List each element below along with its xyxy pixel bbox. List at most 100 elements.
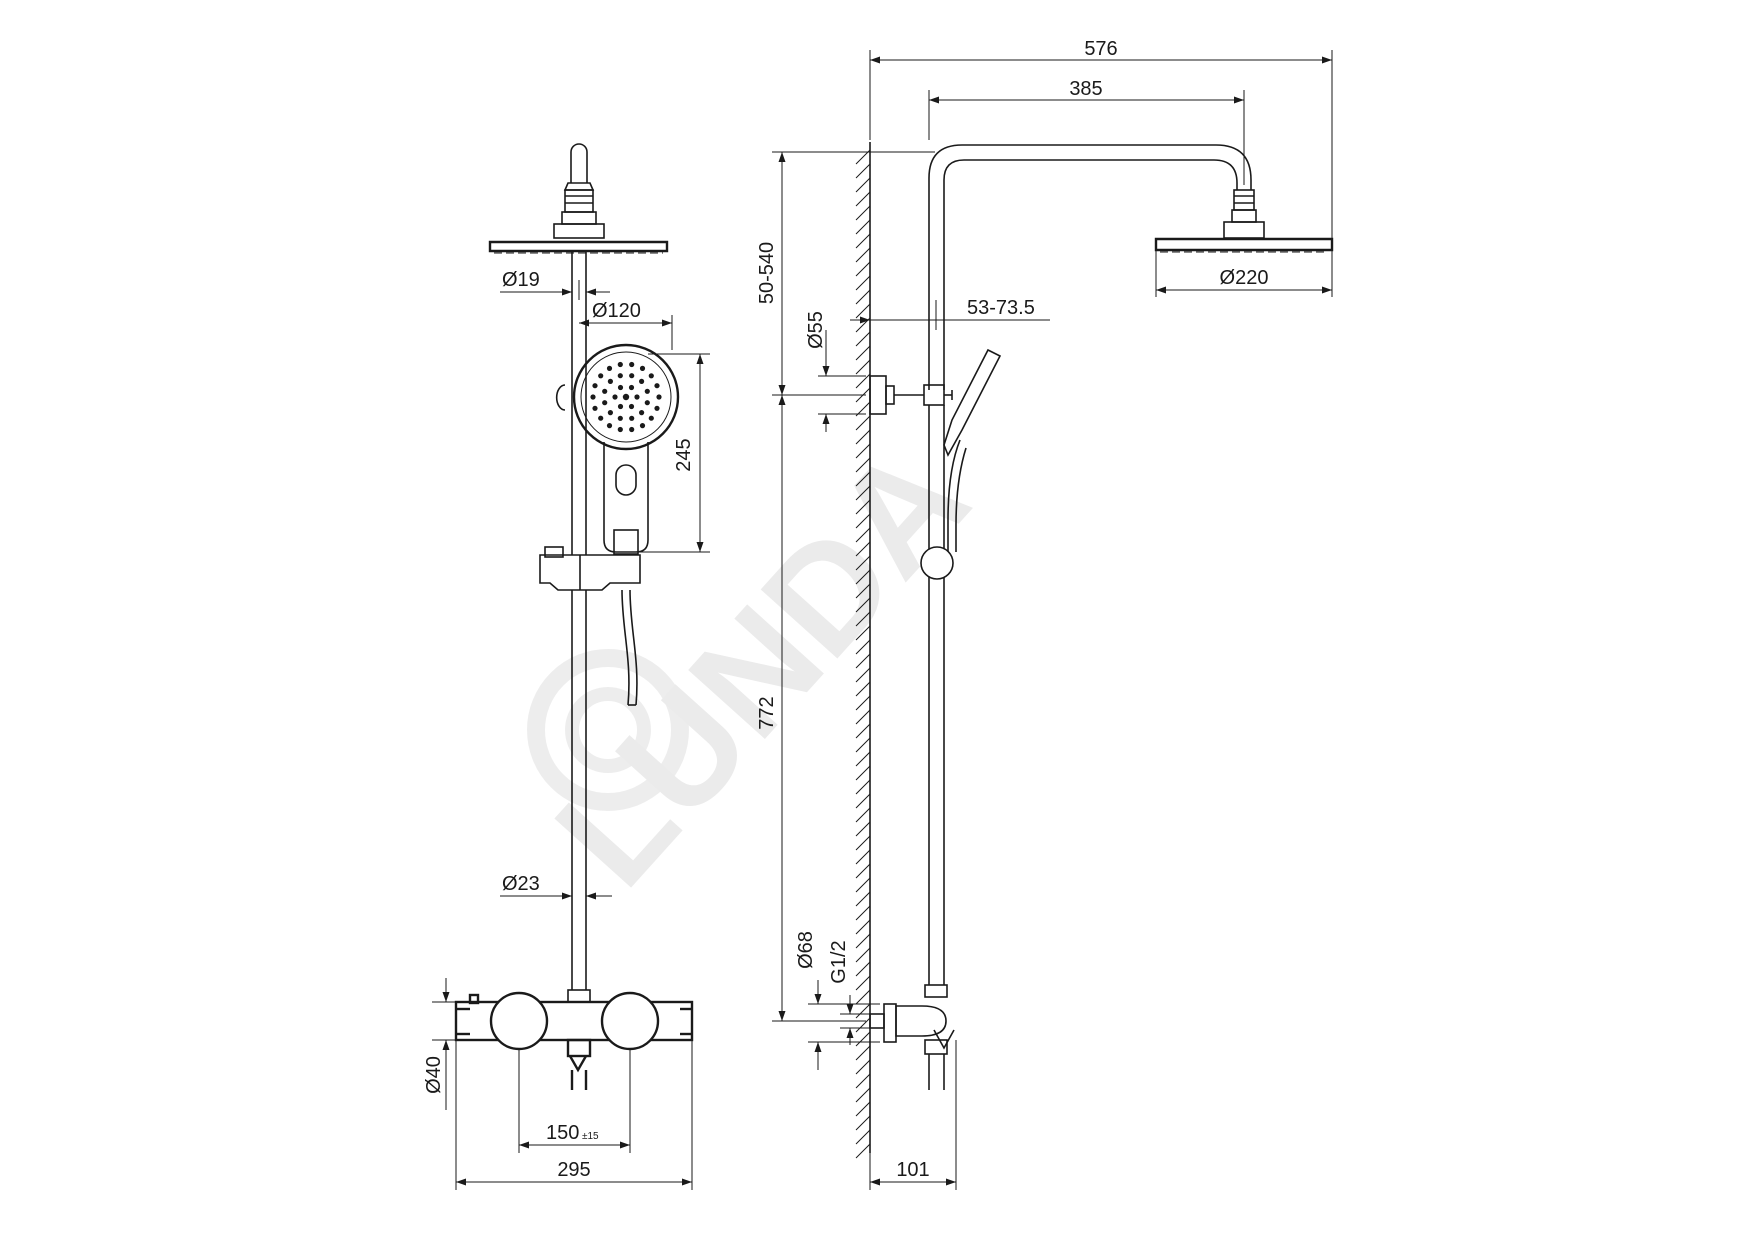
wall-hatch-line [855, 975, 871, 991]
dim-dia-arm: Ø19 [500, 269, 610, 300]
dim-text-dia-arm: Ø19 [502, 269, 540, 291]
wall-hatch-line [855, 415, 871, 431]
dim-rail-length: 772 [756, 395, 866, 1022]
dim-text-dia-hand: Ø120 [592, 300, 641, 322]
wall-hatch-line [855, 247, 871, 263]
wall-hatch-line [855, 471, 871, 487]
dim-height-adj: 50-540 [756, 151, 935, 396]
wall-hatch-line [855, 1031, 871, 1047]
dim-dia-head: Ø220 [1155, 250, 1333, 297]
wall-hatch-line [855, 653, 871, 669]
dim-dia-body: Ø40 [423, 978, 456, 1110]
spray-nozzle [602, 388, 608, 394]
spray-nozzle [606, 423, 613, 429]
dim-bracket-offset: 53-73.5 [850, 297, 1050, 330]
wall-hatch-line [855, 961, 871, 977]
wall-hatch-line [855, 583, 871, 599]
dim-dia-hand: Ø120 [579, 300, 673, 350]
spray-nozzle [639, 365, 646, 371]
wall-hatch-line [855, 303, 871, 319]
spray-nozzle [617, 373, 623, 379]
front-hand-shower [555, 343, 680, 555]
wall-hatch-line [855, 681, 871, 697]
side-shower-arm [928, 144, 1265, 390]
dim-dia-rosette: Ø68 [795, 931, 880, 1070]
watermark: LUNDA [523, 414, 999, 917]
wall-hatch-line [855, 1045, 871, 1061]
wall-hatch-line [855, 163, 871, 179]
wall-hatch-line [855, 891, 871, 907]
front-view: Ø19 Ø120 245 Ø23 [423, 143, 710, 1190]
wall-hatch-line [855, 555, 871, 571]
spray-nozzle [607, 378, 614, 384]
side-wall-bracket [869, 375, 953, 415]
wall-hatch-line [855, 569, 871, 585]
spray-nozzle [656, 394, 662, 400]
spray-nozzle [628, 384, 635, 391]
wall-hatch-line [855, 989, 871, 1005]
spray-nozzle [602, 400, 608, 406]
wall-hatch-line [855, 1115, 871, 1131]
dim-text-arm-length: 385 [1069, 78, 1102, 100]
wall-hatch-line [855, 289, 871, 305]
dim-text-dia-rosette: Ø68 [795, 931, 817, 969]
front-hose [621, 589, 638, 706]
front-dimensions: Ø19 Ø120 245 Ø23 [423, 269, 710, 1190]
wall-hatch-line [855, 359, 871, 375]
wall-hatch-line [855, 625, 871, 641]
wall-hatch-line [855, 275, 871, 291]
wall-hatch-line [855, 793, 871, 809]
wall-hatch-line [855, 807, 871, 823]
wall-hatch-line [855, 611, 871, 627]
wall-hatch-line [855, 905, 871, 921]
wall [855, 142, 871, 1159]
wall-hatch-line [855, 1101, 871, 1117]
wall-hatch-line [855, 751, 871, 767]
front-slider [539, 546, 641, 591]
dim-text-dia-body: Ø40 [423, 1056, 445, 1094]
wall-hatch-line [855, 849, 871, 865]
spray-nozzle [629, 361, 635, 368]
spray-nozzle [629, 426, 635, 433]
dim-text-h-hand: 245 [673, 438, 695, 471]
wall-hatch-line [855, 527, 871, 543]
wall-hatch-line [855, 723, 871, 739]
wall-hatch-line [855, 597, 871, 613]
front-head-riser [553, 143, 605, 239]
dim-width: 295 [455, 1040, 693, 1190]
wall-hatch-line [855, 877, 871, 893]
spray-nozzle [612, 394, 618, 400]
wall-hatch-line [855, 513, 871, 529]
spray-nozzle [648, 373, 654, 379]
spray-nozzle [622, 393, 630, 401]
spray-nozzles [590, 361, 662, 433]
front-upper-rail [571, 251, 587, 555]
side-rail [928, 405, 945, 985]
wall-hatch-line [855, 219, 871, 235]
wall-hatch-line [855, 1017, 871, 1033]
wall-hatch-line [855, 667, 871, 683]
dim-arm-length: 385 [928, 78, 1245, 185]
wall-hatch-line [855, 709, 871, 725]
dim-spacing: 150 ±15 [518, 1049, 631, 1153]
wall-hatch-line [855, 1073, 871, 1089]
front-mixer [454, 991, 694, 1090]
wall-hatch-line [855, 499, 871, 515]
spray-nozzle [644, 400, 650, 406]
spray-nozzle [598, 415, 604, 421]
dim-thread: G1/2 [828, 940, 870, 1045]
dim-text-wall-offset: 101 [896, 1159, 929, 1181]
side-mixer [869, 984, 955, 1090]
dim-text-rail-length: 772 [756, 696, 778, 729]
wall-hatch-line [855, 205, 871, 221]
wall-hatch-line [855, 541, 871, 557]
dim-text-dia-rail: Ø23 [502, 873, 540, 895]
wall-hatch-line [855, 261, 871, 277]
dim-dia-bracket: Ø55 [805, 311, 866, 432]
wall-hatch-line [855, 933, 871, 949]
spray-nozzle [628, 403, 635, 410]
side-view: 576 385 50-540 Ø220 [756, 38, 1334, 1190]
wall-hatch-line [855, 779, 871, 795]
dim-text-height-adj: 50-540 [756, 242, 778, 304]
wall-hatch-line [855, 765, 871, 781]
